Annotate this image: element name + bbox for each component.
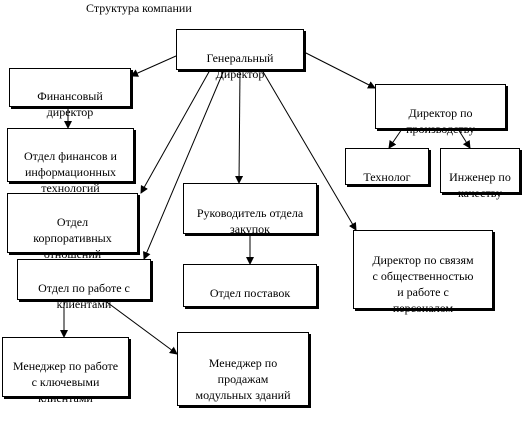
node-quality-engineer-label: Инженер по качеству: [449, 170, 511, 200]
node-corp-relations: Отдел корпоративных отношений: [7, 193, 138, 261]
node-finance-dept: Отдел финансов и информационных технолог…: [7, 128, 134, 195]
node-cfo: Финансовый директор: [9, 68, 131, 119]
node-key-account-manager: Менеджер по работе с ключевыми клиентами: [2, 337, 129, 405]
node-production-director: Директор по производству: [375, 84, 506, 136]
link-ceo-cfo: [130, 55, 177, 77]
node-pr-hr-director: Директор по связям с общественностью и р…: [353, 230, 493, 315]
link-ceo-client-dept: [143, 69, 225, 260]
node-finance-dept-label: Отдел финансов и информационных технолог…: [24, 149, 117, 195]
node-ceo: Генеральный Директор: [176, 29, 304, 81]
node-procurement-head: Руководитель отдела закупок: [183, 183, 317, 236]
link-production-engineer: [457, 128, 471, 149]
node-technologist-label: Технолог: [363, 170, 411, 184]
node-ceo-label: Генеральный Директор: [206, 51, 274, 81]
node-supply-dept: Отдел поставок: [183, 264, 317, 307]
node-client-dept: Отдел по работе с клиентами: [17, 259, 151, 311]
node-client-dept-label: Отдел по работе с клиентами: [38, 281, 130, 311]
node-modular-sales-manager: Менеджер по продажам модульных зданий: [177, 332, 309, 406]
link-ceo-production: [303, 51, 376, 89]
diagram-title: Структура компании: [86, 1, 192, 15]
node-supply-dept-label: Отдел поставок: [209, 286, 291, 300]
node-cfo-label: Финансовый директор: [37, 89, 103, 119]
link-production-technologist: [388, 128, 403, 149]
link-ceo-procurement: [235, 69, 244, 184]
link-ceo-pr-hr: [261, 69, 357, 231]
node-production-director-label: Директор по производству: [406, 106, 475, 136]
node-technologist: Технолог: [345, 148, 429, 185]
node-key-account-manager-label: Менеджер по работе с ключевыми клиентами: [12, 359, 119, 405]
node-pr-hr-director-label: Директор по связям с общественностью и р…: [372, 253, 474, 315]
link-client-modular: [103, 299, 178, 355]
link-ceo-corp-relations: [140, 69, 211, 194]
node-corp-relations-label: Отдел корпоративных отношений: [33, 215, 112, 261]
node-procurement-head-label: Руководитель отдела закупок: [196, 206, 304, 236]
node-quality-engineer: Инженер по качеству: [440, 148, 520, 200]
node-modular-sales-manager-label: Менеджер по продажам модульных зданий: [195, 356, 291, 402]
